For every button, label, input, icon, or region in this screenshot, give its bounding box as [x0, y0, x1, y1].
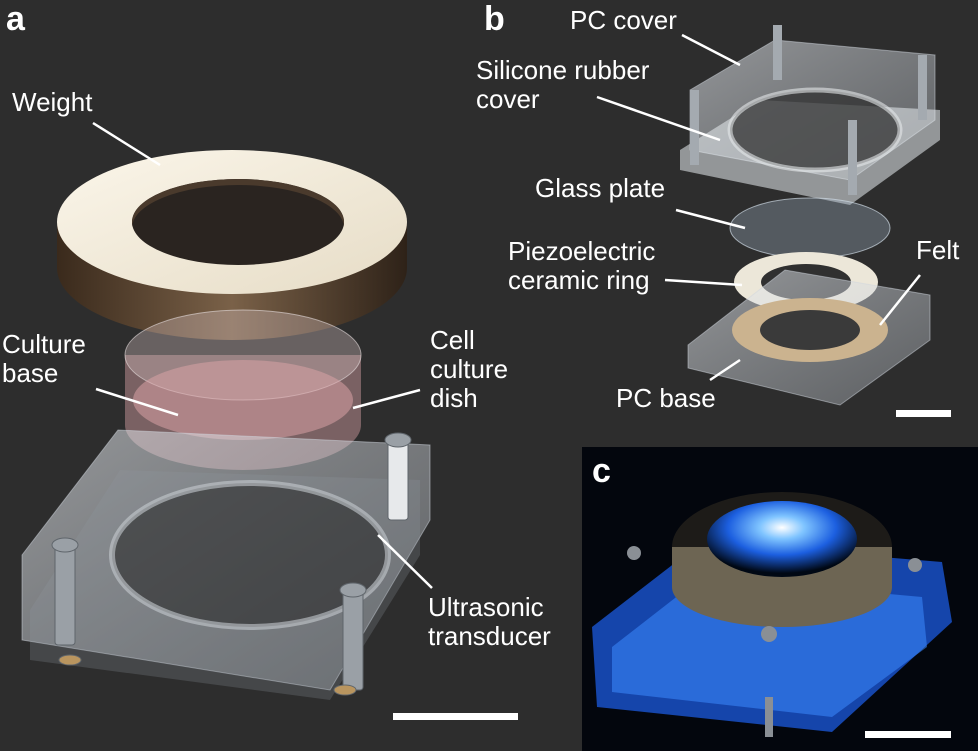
scale-bar-c — [865, 731, 951, 738]
label-glass-plate: Glass plate — [535, 173, 666, 203]
panel-label-b: b — [484, 0, 505, 38]
panel-b-lower-stack — [687, 197, 931, 406]
glowing-device-photo — [582, 447, 978, 751]
label-silicone-rubber-cover: Silicone rubber cover — [476, 55, 650, 114]
label-culture-base: Culture base — [2, 329, 86, 388]
culture-base-plates — [21, 429, 431, 700]
label-ultrasonic-transducer: Ultrasonic transducer — [428, 592, 551, 651]
panel-c-photo — [582, 447, 978, 751]
label-weight: Weight — [12, 87, 93, 117]
callout-lines — [92, 33, 921, 589]
scale-bar-a — [393, 713, 518, 720]
panel-label-a: a — [6, 0, 25, 38]
label-felt: Felt — [916, 235, 960, 265]
pc-cover-assembly — [680, 25, 940, 205]
weight-ring — [57, 150, 407, 340]
label-cell-culture-dish: Cell culture dish — [430, 325, 509, 413]
label-pc-cover: PC cover — [570, 5, 677, 35]
label-piezoelectric-ceramic-ring: Piezoelectric ceramic ring — [508, 236, 656, 295]
scale-bar-b — [896, 410, 951, 417]
label-pc-base: PC base — [616, 383, 716, 413]
panel-label-c: c — [592, 452, 611, 490]
